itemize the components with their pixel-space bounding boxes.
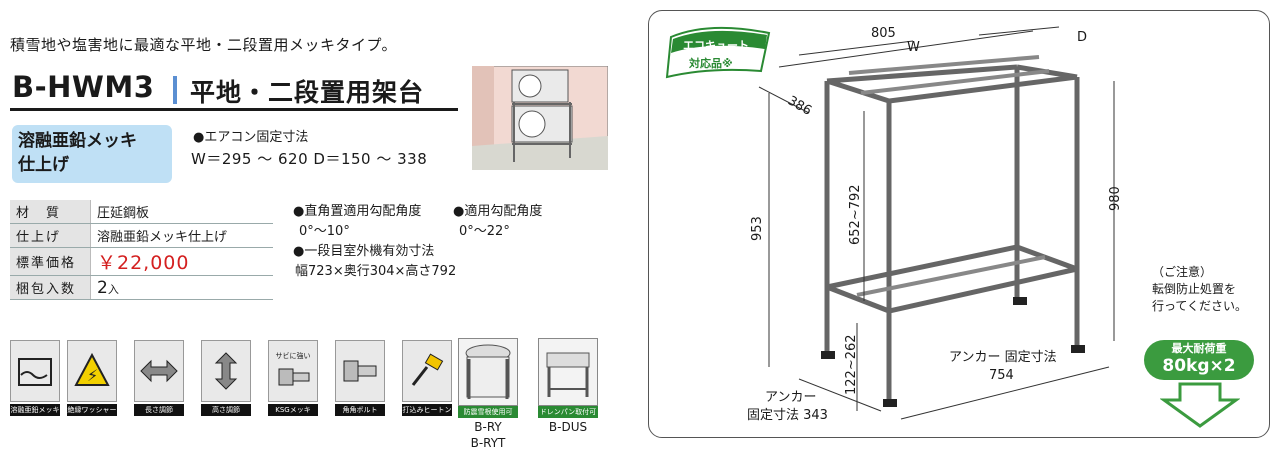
- option-b-dus: ドレンパン取付可 B-DUS: [538, 338, 598, 438]
- model-separator: [173, 76, 177, 104]
- icon-label: 高さ調節: [201, 404, 251, 416]
- dim-d: D: [1077, 30, 1087, 45]
- finish-line1: 溶融亜鉛メッキ: [18, 131, 137, 151]
- option-name: B-DUS: [548, 420, 588, 434]
- square-bolt-icon: 角角ボルト: [335, 340, 385, 420]
- down-arrow-icon: [1159, 382, 1241, 432]
- pack-count: 2: [97, 277, 108, 298]
- hot-dip-galvanized-icon: 溶融亜鉛メッキ: [10, 340, 60, 420]
- option-badge: 防震雪根使用可: [458, 406, 518, 418]
- product-photo: [471, 65, 609, 171]
- anchor-label: アンカー 固定寸法: [949, 350, 1057, 365]
- insulated-washer-icon: ⚡ 絶縁ワッシャー: [67, 340, 117, 420]
- frame: [824, 64, 1080, 401]
- pack-value: 2入: [90, 275, 273, 300]
- icon-label: 打込みヒートン: [402, 404, 452, 416]
- fixing-label: ●エアコン固定寸法: [193, 130, 309, 145]
- angle-right-label: ●直角置適用勾配角度: [293, 204, 422, 219]
- anchor2-line1: アンカー: [765, 390, 816, 405]
- dim-386: 386: [785, 93, 814, 118]
- caution-note: （ご注意） 転倒防止処置を 行ってください。: [1152, 264, 1247, 315]
- dim-805: 805: [871, 26, 896, 41]
- caution-line1: 転倒防止処置を: [1152, 282, 1237, 296]
- height-adjust-icon: 高さ調節: [201, 340, 251, 420]
- badge-line1: エコキュート: [683, 39, 749, 52]
- anchor2-line2: 固定寸法 343: [747, 408, 828, 423]
- icon-label: 絶縁ワッシャー: [67, 404, 117, 416]
- outdoor-label: ●一段目室外機有効寸法: [293, 244, 435, 259]
- spec-value: 圧延鋼板: [90, 200, 273, 224]
- hit-anchor-icon: 打込みヒートン: [402, 340, 452, 420]
- finish-badge: 溶融亜鉛メッキ 仕上げ: [12, 125, 172, 183]
- icon-label: 長さ調節: [134, 404, 184, 416]
- angle-right-value: 0°～10°: [299, 224, 350, 239]
- stand-drawing: エコキュート 対応品※: [665, 26, 1123, 423]
- length-adjust-icon: 長さ調節: [134, 340, 184, 420]
- title-underline: [10, 108, 458, 111]
- ksg-caption: サビに強い: [275, 352, 311, 360]
- pack-unit: 入: [107, 282, 119, 296]
- dim-w: W: [907, 40, 920, 55]
- caution-title: （ご注意）: [1152, 265, 1213, 279]
- spec-value: 溶融亜鉛メッキ仕上げ: [90, 223, 273, 248]
- option-badge: ドレンパン取付可: [538, 406, 598, 418]
- svg-text:⚡: ⚡: [87, 366, 98, 385]
- dim-652: 652~792: [848, 184, 863, 245]
- table-row: 梱包入数 2入: [10, 275, 273, 300]
- tagline: 積雪地や塩害地に最適な平地・二段置用メッキタイプ。: [10, 36, 398, 54]
- dimension-diagram: エコキュート 対応品※: [648, 10, 1270, 438]
- spec-table: 材 質 圧延鋼板 仕上げ 溶融亜鉛メッキ仕上げ 標準価格 ￥22,000 梱包入…: [10, 200, 273, 300]
- icon-label: 溶融亜鉛メッキ: [10, 404, 60, 416]
- spec-key: 仕上げ: [10, 223, 91, 248]
- model-code: B-HWM3: [12, 70, 155, 104]
- spec-key: 標準価格: [10, 247, 91, 276]
- outdoor-value: 幅723×奥行304×高さ792: [295, 264, 457, 279]
- caution-line2: 行ってください。: [1152, 299, 1248, 313]
- fixing-value: W＝295 ～ 620 D＝150 ～ 338: [191, 150, 428, 168]
- option-name: B-RY: [474, 420, 502, 434]
- anchor-value: 754: [989, 368, 1014, 383]
- ecocute-badge: エコキュート 対応品※: [665, 26, 771, 79]
- spec-key: 梱包入数: [10, 275, 91, 300]
- max-load-title: 最大耐荷重: [1171, 342, 1227, 355]
- angle-applied-value: 0°～22°: [459, 224, 510, 239]
- table-row: 材 質 圧延鋼板: [10, 200, 273, 224]
- option-name-2: B-RYT: [470, 436, 506, 450]
- table-row: 仕上げ 溶融亜鉛メッキ仕上げ: [10, 223, 273, 248]
- ksg-plating-icon: サビに強い KSGメッキ: [268, 340, 318, 420]
- spec-key: 材 質: [10, 200, 91, 224]
- max-load-badge: 最大耐荷重 80kg×2: [1144, 340, 1254, 380]
- icon-label: 角角ボルト: [335, 404, 385, 416]
- icon-label: KSGメッキ: [268, 404, 318, 416]
- dim-980: 980: [1108, 186, 1123, 211]
- model-title: 平地・二段置用架台: [190, 78, 425, 107]
- badge-line2: 対応品※: [688, 56, 733, 70]
- table-row: 標準価格 ￥22,000: [10, 247, 273, 276]
- max-load-value: 80kg×2: [1162, 356, 1236, 376]
- dim-953: 953: [750, 216, 765, 241]
- dim-122: 122~262: [844, 334, 859, 395]
- finish-line2: 仕上げ: [18, 155, 69, 175]
- price-value: ￥22,000: [90, 247, 273, 276]
- option-b-ry: 防震雪根使用可 B-RY B-RYT: [458, 338, 518, 450]
- angle-applied-label: ●適用勾配角度: [453, 204, 543, 219]
